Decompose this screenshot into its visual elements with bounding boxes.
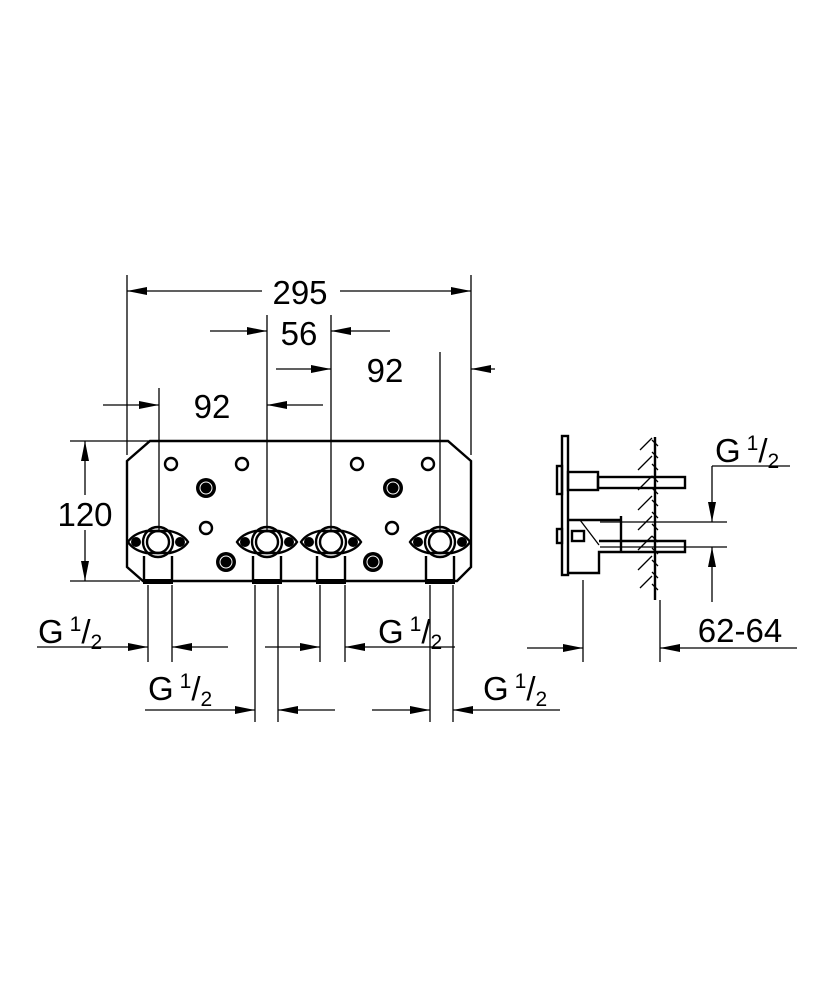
dimension-label-92-right: 92: [367, 352, 404, 389]
mounting-holes: [163, 456, 436, 536]
screw-nuts: [196, 478, 403, 572]
dimension-56: 56: [210, 315, 390, 530]
wall-section: [637, 437, 659, 600]
pipe-fitting: [408, 525, 472, 584]
pipe-fittings: [126, 525, 472, 584]
side-view: [555, 434, 687, 600]
dimension-label-92-left: 92: [194, 388, 231, 425]
dimension-62-64: 62-64: [527, 580, 797, 662]
dimension-120: 120: [57, 440, 150, 582]
pipe-fitting: [299, 525, 363, 584]
pipe-fitting: [235, 525, 299, 584]
dimension-295: 295: [126, 274, 472, 455]
dimension-label-56: 56: [281, 315, 318, 352]
dimension-label-295: 295: [272, 274, 327, 311]
dimension-92-left: 92: [103, 388, 323, 530]
mounting-plate-front-view: [125, 439, 473, 584]
dimension-label-62-64: 62-64: [698, 612, 782, 649]
dimension-label-120: 120: [57, 496, 112, 533]
pipe-fitting: [126, 525, 190, 584]
